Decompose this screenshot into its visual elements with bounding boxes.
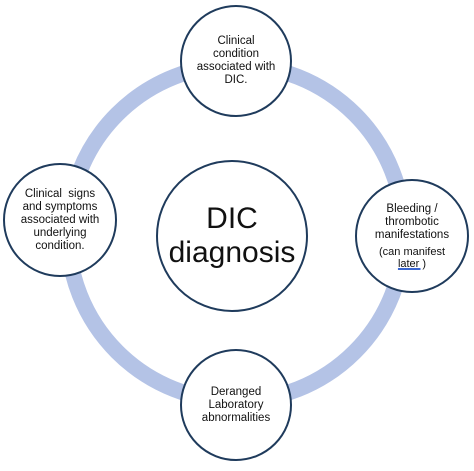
node-bottom-line-3: abnormalities <box>201 411 271 424</box>
node-right-line-2: thrombotic <box>385 215 439 228</box>
center-line-1: DIC <box>206 202 258 235</box>
node-clinical-condition: Clinical condition associated with DIC. <box>180 5 292 117</box>
node-top-line-1: Clinical <box>217 35 255 47</box>
center-line-2: diagnosis <box>168 236 296 269</box>
node-left-line-4: underlying <box>33 226 87 239</box>
node-deranged-laboratory: Deranged Laboratory abnormalities <box>180 349 292 461</box>
node-top-line-2: condition <box>212 48 260 60</box>
node-left-line-3: associated with <box>20 213 100 226</box>
node-right-line-1: Bleeding / <box>386 202 438 215</box>
node-bottom-line-1: Deranged <box>210 385 262 398</box>
node-right-note-prefix: (can manifest <box>378 245 446 258</box>
node-dic-diagnosis: DIC diagnosis <box>156 160 308 312</box>
node-bottom-line-2: Laboratory <box>208 398 264 411</box>
node-left-line-2: and symptoms <box>22 200 98 213</box>
node-left-line-5: condition. <box>35 239 85 252</box>
node-left-line-1: Clinical signs <box>24 187 96 200</box>
node-top-line-4: DIC. <box>224 74 248 86</box>
node-right-note-suffix: later ) <box>397 257 427 270</box>
node-right-line-3: manifestations <box>374 228 450 241</box>
node-clinical-signs: Clinical signs and symptoms associated w… <box>3 163 117 277</box>
node-top-line-3: associated with <box>196 61 276 73</box>
node-bleeding-thrombotic: Bleeding / thrombotic manifestations (ca… <box>355 179 469 293</box>
